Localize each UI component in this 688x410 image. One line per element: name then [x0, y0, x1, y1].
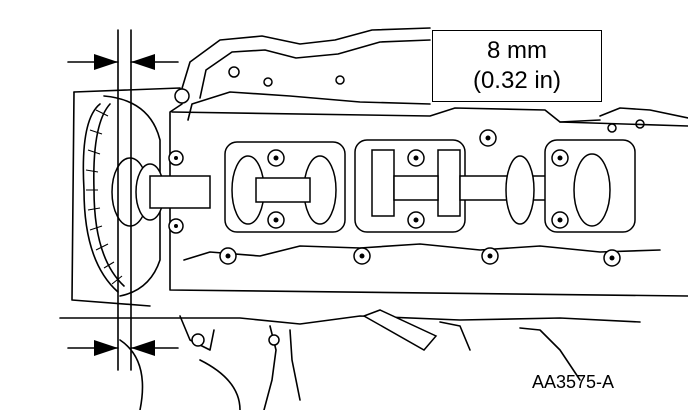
dimension-marker: [67, 29, 179, 371]
measurement-callout: 8 mm (0.32 in): [432, 30, 602, 102]
lower-hardware: [59, 309, 641, 410]
cam-bearing-1: [224, 141, 346, 233]
cam-bearing-3: [505, 139, 636, 233]
head-outline: [73, 87, 688, 297]
camshaft: [459, 175, 551, 201]
dimension-mm-label: 8 mm: [487, 37, 547, 64]
timing-chain: [82, 95, 161, 297]
upper-casting: [179, 27, 688, 133]
head-bolts: [174, 88, 621, 267]
figure-id: AA3575-A: [532, 372, 615, 392]
dimension-in-label: (0.32 in): [472, 67, 562, 94]
cam-sprocket: [111, 150, 211, 234]
cam-bearing-2: [354, 139, 466, 233]
